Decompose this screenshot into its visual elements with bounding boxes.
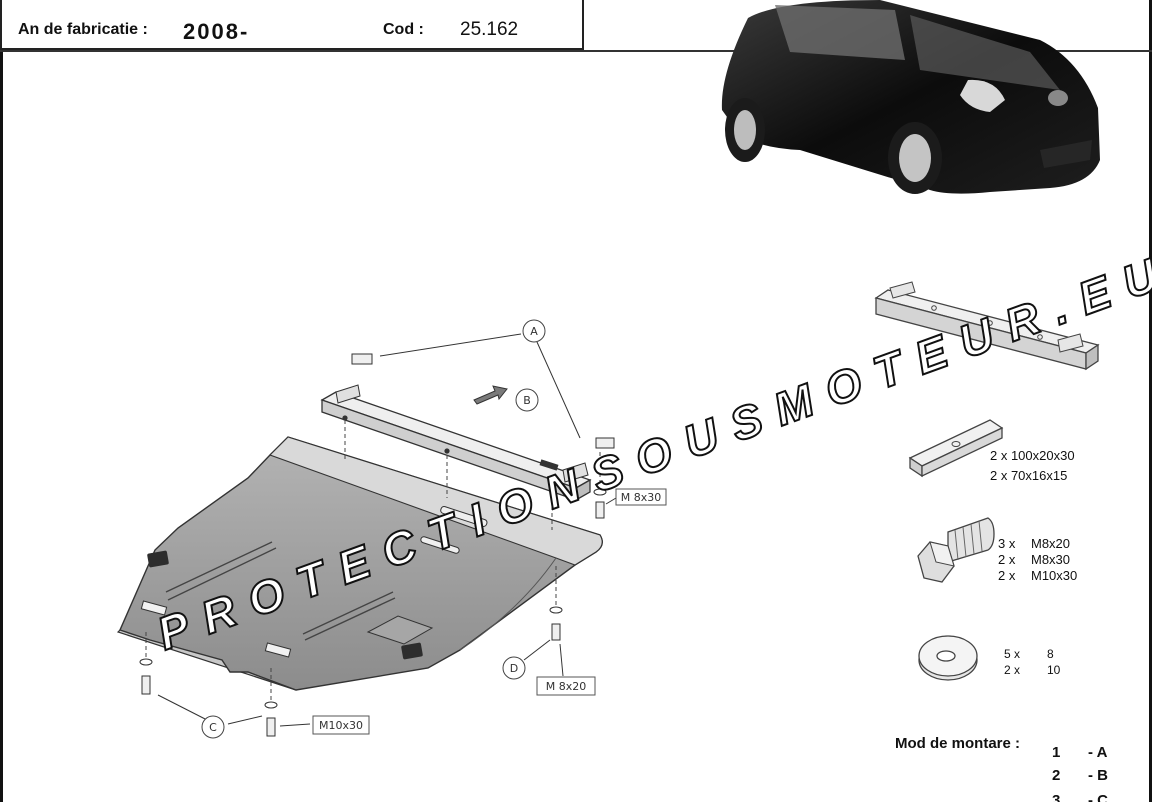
bolt-label-m8x30: M 8x30 bbox=[621, 491, 662, 504]
spacer-part bbox=[908, 419, 1004, 478]
washer-size: 8 bbox=[1047, 647, 1054, 661]
bolt-label-m8x20-box bbox=[536, 676, 596, 696]
bolt-size: M10x30 bbox=[1031, 568, 1078, 583]
callout-d-circle bbox=[502, 656, 526, 680]
bolt-qty: 3 x bbox=[998, 536, 1016, 551]
callout-a-label: A bbox=[530, 325, 538, 338]
side-rail-part bbox=[874, 281, 1100, 371]
mounting-step-label: - B bbox=[1088, 767, 1108, 784]
code-label: Cod : bbox=[383, 21, 424, 38]
header-box: An de fabricatie : 2008- Cod : 25.162 bbox=[0, 0, 584, 50]
washer-size-list: 8 10 bbox=[1047, 646, 1060, 678]
bolt-label-m8x20: M 8x20 bbox=[546, 680, 587, 693]
callout-a-circle bbox=[522, 319, 546, 343]
frame-left-border bbox=[0, 0, 3, 802]
bolt-qty: 2 x bbox=[998, 552, 1016, 567]
alignment-lines bbox=[145, 420, 601, 700]
year-label: An de fabricatie : bbox=[18, 21, 148, 38]
car-picture bbox=[721, 0, 1100, 194]
mounting-step-num: 3 bbox=[1052, 792, 1061, 802]
clip-parts bbox=[351, 353, 615, 449]
spacer-spec: 2 x 70x16x15 bbox=[990, 468, 1068, 483]
washer-qty: 2 x bbox=[1004, 663, 1021, 677]
mounting-step-num: 1 bbox=[1052, 744, 1061, 761]
frame-right-border bbox=[1149, 0, 1152, 802]
mounting-title: Mod de montare : bbox=[895, 735, 1021, 752]
direction-arrow-icon bbox=[473, 385, 508, 405]
mounting-step-label: - A bbox=[1088, 744, 1108, 761]
bolt-label-m10x30-box bbox=[312, 715, 370, 735]
mounting-step-num: 2 bbox=[1052, 767, 1061, 784]
spacer-spec-list: 2 x 100x20x30 2 x 70x16x15 bbox=[990, 446, 1075, 486]
hex-bolt-part bbox=[917, 517, 995, 583]
washer-qty: 5 x bbox=[1004, 647, 1021, 661]
callout-c-label: C bbox=[209, 721, 217, 734]
leader-lines bbox=[157, 333, 617, 727]
bolt-size: M8x20 bbox=[1031, 536, 1071, 551]
washer-part bbox=[918, 635, 978, 681]
bolt-label-m10x30: M10x30 bbox=[319, 719, 363, 732]
front-cross-bar bbox=[320, 384, 592, 502]
callout-b-circle bbox=[515, 388, 539, 412]
bolt-qty: 2 x bbox=[998, 568, 1016, 583]
mounting-step-label: - C bbox=[1088, 792, 1108, 802]
plate-fasteners bbox=[139, 488, 607, 737]
skid-plate bbox=[116, 436, 603, 691]
washer-qty-list: 5 x 2 x bbox=[1004, 646, 1020, 678]
code-value: 25.162 bbox=[460, 19, 519, 40]
callout-b-label: B bbox=[523, 394, 531, 407]
bolt-label-m8x30-box bbox=[615, 488, 667, 506]
washer-size: 10 bbox=[1047, 663, 1061, 677]
bolt-size: M8x30 bbox=[1031, 552, 1071, 567]
year-value: 2008- bbox=[183, 19, 250, 44]
callout-c-circle bbox=[201, 715, 225, 739]
spacer-spec: 2 x 100x20x30 bbox=[990, 448, 1075, 463]
bolt-size-list: M8x20 M8x30 M10x30 bbox=[1031, 536, 1077, 584]
callout-d-label: D bbox=[510, 662, 518, 675]
header-divider bbox=[0, 50, 1152, 52]
bolt-qty-list: 3 x 2 x 2 x bbox=[998, 536, 1028, 584]
